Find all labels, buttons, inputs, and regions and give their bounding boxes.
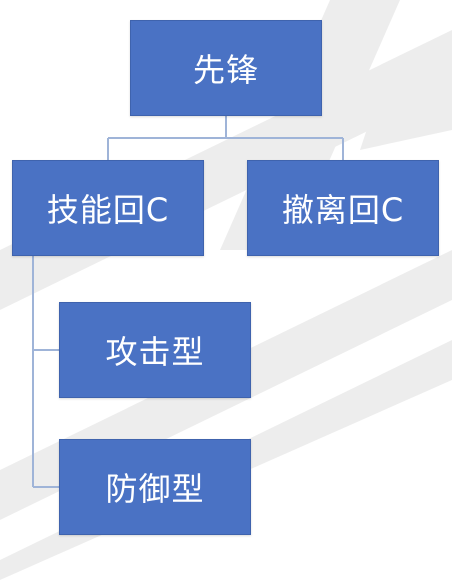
node-defense: 防御型	[59, 439, 251, 535]
node-root: 先锋	[130, 20, 322, 116]
node-skill: 技能回C	[12, 160, 204, 256]
node-root-label: 先锋	[192, 51, 259, 89]
node-retreat: 撤离回C	[247, 160, 439, 256]
node-defense-label: 防御型	[105, 470, 205, 508]
node-retreat-label: 撤离回C	[281, 191, 405, 229]
node-attack: 攻击型	[59, 302, 251, 398]
node-attack-label: 攻击型	[105, 333, 205, 371]
node-skill-label: 技能回C	[46, 191, 170, 229]
